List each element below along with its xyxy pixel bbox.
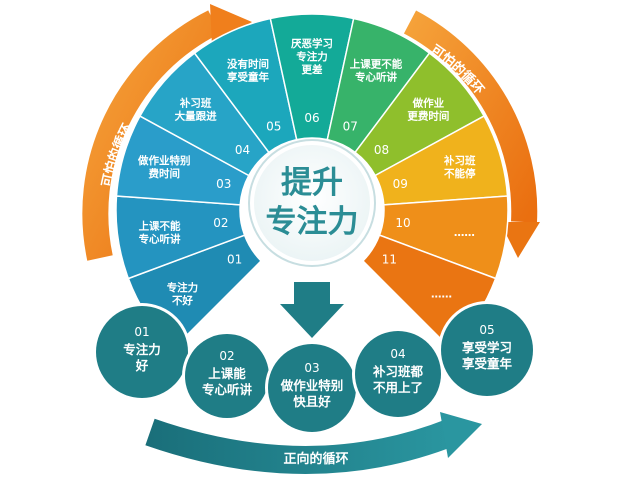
segment-label: 上课不能 — [139, 219, 181, 232]
segment-number: 09 — [393, 177, 408, 191]
segment-label: 补习班 — [443, 154, 476, 167]
segment-label: 厌恶学习 — [291, 37, 333, 50]
step-label: 上课能 — [208, 366, 246, 381]
segment-number: 08 — [374, 143, 389, 157]
virtuous-label: 正向的循环 — [283, 451, 348, 467]
segment-label: …… — [431, 288, 452, 300]
segment-number: 11 — [382, 253, 397, 267]
step-label: 快且好 — [293, 394, 331, 409]
segment-label: …… — [454, 227, 475, 239]
virtuous-arrow — [145, 412, 482, 474]
segment-label: 专注力 — [167, 281, 199, 294]
segment-label: 费时间 — [148, 167, 180, 180]
down-arrow — [280, 282, 344, 338]
segment-number: 06 — [304, 111, 319, 125]
segment-number: 01 — [227, 253, 242, 267]
step-label: 享受童年 — [462, 356, 513, 371]
center-circle: 提升 专注力 — [248, 139, 376, 267]
step-label: 专注力 — [123, 342, 161, 357]
step-number: 04 — [390, 347, 405, 361]
segment-label: 专注力 — [296, 50, 328, 63]
segment-label: 享受童年 — [227, 70, 269, 83]
step-label: 好 — [135, 358, 149, 373]
segment-label: 大量跟进 — [175, 110, 217, 123]
segment-label: 不能停 — [444, 167, 476, 180]
step-label: 享受学习 — [462, 340, 512, 355]
segment-label: 不好 — [172, 294, 193, 307]
segment-label: 专心听讲 — [355, 70, 397, 83]
step-label: 做作业特别 — [280, 378, 344, 393]
segment-label: 更差 — [302, 63, 323, 76]
segment-number: 10 — [395, 216, 410, 230]
segment-label: 上课更不能 — [350, 57, 403, 70]
segment-number: 02 — [213, 216, 228, 230]
step-label: 补习班都 — [372, 364, 424, 379]
segment-label: 补习班 — [179, 97, 212, 110]
center-title-line2: 专注力 — [266, 204, 359, 240]
step-label: 不用上了 — [373, 380, 423, 395]
step-number: 03 — [304, 361, 319, 375]
vicious-arrow-right — [403, 10, 540, 258]
vicious-arrow-left — [82, 4, 252, 261]
step-number: 02 — [219, 349, 234, 363]
step-number: 05 — [479, 323, 494, 337]
segment-label: 没有时间 — [227, 57, 269, 70]
segment-label: 更费时间 — [407, 110, 449, 123]
segment-number: 07 — [343, 119, 358, 133]
segment-number: 04 — [235, 143, 250, 157]
segment-number: 05 — [266, 119, 281, 133]
center-title-line1: 提升 — [281, 165, 343, 201]
segment-number: 03 — [216, 177, 231, 191]
segment-label: 专心听讲 — [139, 232, 181, 245]
step-number: 01 — [134, 325, 149, 339]
segment-label: 做作业 — [412, 97, 445, 110]
segment-label: 做作业特别 — [137, 154, 191, 167]
step-label: 专心听讲 — [202, 382, 253, 397]
